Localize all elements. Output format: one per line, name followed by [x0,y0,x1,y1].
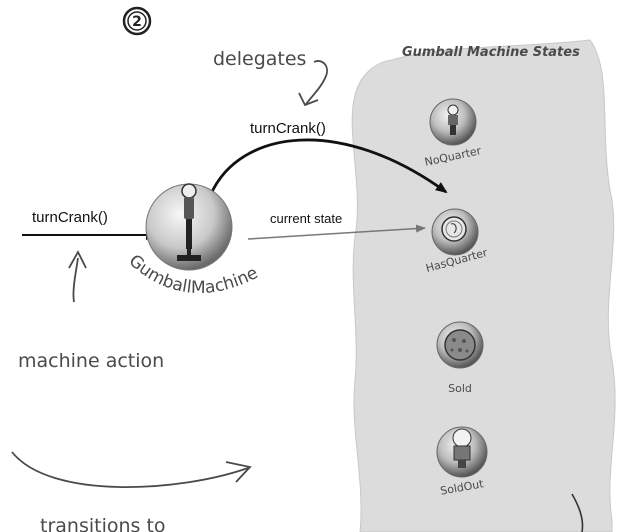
gumball-machine: GumballMachine [125,183,261,298]
gumball-machine-icon [177,183,201,261]
delegates-arrowhead [298,92,319,107]
transitions-arrowhead [225,461,252,483]
step-badge-number: 2 [132,14,142,30]
machine-action-arrowhead [68,250,87,269]
state-sold: Sold [436,321,484,395]
machine-action-annotation: machine action [18,350,164,372]
gumball-machine-icon [447,104,459,135]
machine-action-pointer [72,257,79,303]
quarter-coin-icon [441,216,467,242]
gumball-icon [444,329,476,361]
empty-machine-icon [452,428,472,468]
turncrank-delegate-label: turnCrank() [250,120,326,137]
state-soldout: SoldOut [436,426,488,498]
state-label-sold: Sold [448,382,472,395]
states-region [351,39,616,532]
transitions-annotation: transitions to [40,515,166,532]
turncrank-input-label: turnCrank() [32,209,108,226]
region-edge-stroke [571,493,584,532]
step-badge: 2 [122,6,152,36]
region-title: Gumball Machine States [402,45,580,60]
current-state-label: current state [270,211,342,226]
state-hasquarter: HasQuarter [424,208,489,275]
delegates-annotation: delegates [213,48,306,70]
current-state-arrow [247,224,426,240]
delegates-squiggle [305,60,328,105]
transitions-curve [11,451,249,488]
turncrank-delegate-arrow [209,138,448,195]
